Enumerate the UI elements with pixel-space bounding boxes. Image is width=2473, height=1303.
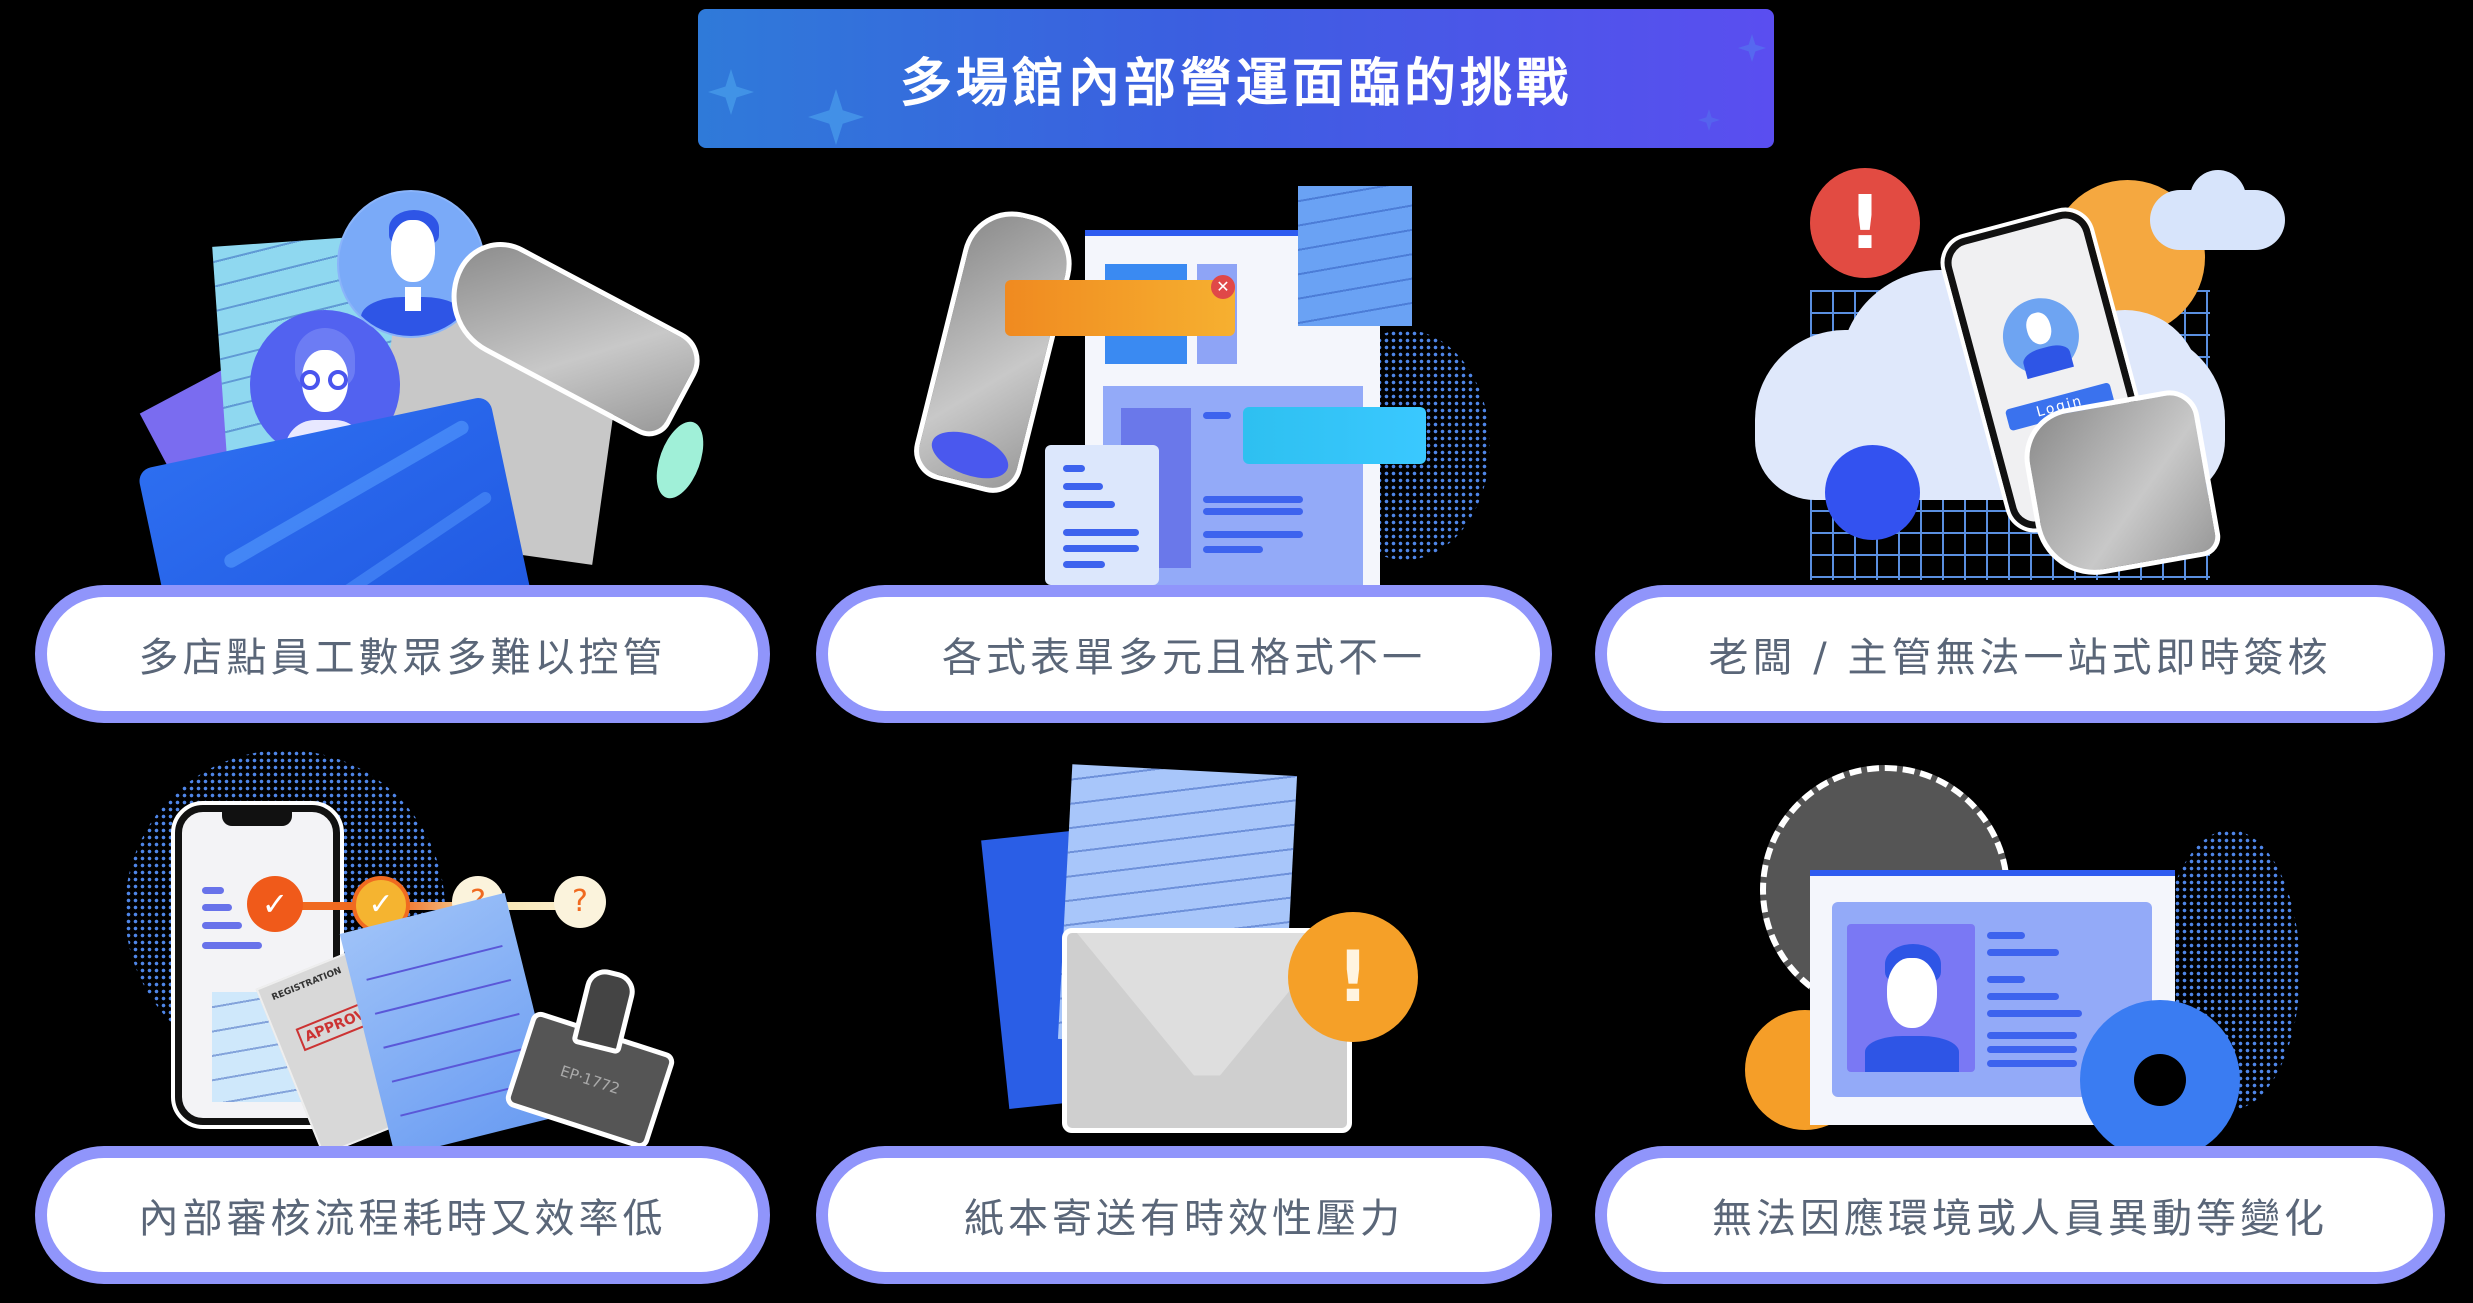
- challenge-label: 無法因應環境或人員異動等變化: [1712, 1196, 2328, 1242]
- error-field: [1005, 280, 1235, 336]
- close-icon: ✕: [1211, 275, 1235, 299]
- alert-bubble-icon: !: [1810, 168, 1920, 278]
- flow-connector: [270, 902, 580, 910]
- challenge-label: 老闆 / 主管無法一站式即時簽核: [1708, 635, 2332, 681]
- approval-flow-illustration: ✓ ✓ ? ? REGISTRATION APPROVED EP·1772: [0, 710, 780, 1270]
- blue-circle: [1825, 445, 1920, 540]
- challenge-label: 多店點員工數眾多難以控管: [138, 635, 667, 681]
- challenge-label: 內部審核流程耗時又效率低: [138, 1196, 667, 1242]
- profile-card-gears-illustration: [1580, 710, 2360, 1270]
- handwritten-note: [1298, 186, 1412, 326]
- challenge-label-pill: 多店點員工數眾多難以控管: [35, 585, 770, 723]
- title-banner: 多場館內部營運面臨的挑戰: [698, 9, 1774, 148]
- envelope-alert-illustration: !: [780, 710, 1560, 1270]
- page-title: 多場館內部營運面臨的挑戰: [899, 54, 1572, 114]
- challenge-label-pill: 老闆 / 主管無法一站式即時簽核: [1595, 585, 2445, 723]
- sparkle-icon: [708, 69, 754, 115]
- challenge-card-changes: 無法因應環境或人員異動等變化: [1580, 710, 2445, 1284]
- various-forms-illustration: ✕: [780, 150, 1560, 710]
- challenge-label-pill: 各式表單多元且格式不一: [816, 585, 1552, 723]
- user-avatar-icon: [1994, 289, 2088, 383]
- check-step-icon: ✓: [247, 876, 303, 932]
- sparkle-icon: [808, 89, 864, 145]
- blue-gear-icon: [2080, 1000, 2240, 1160]
- phone-login-illustration: ! Login: [1580, 150, 2360, 710]
- challenge-card-review: ✓ ✓ ? ? REGISTRATION APPROVED EP·1772 內部…: [0, 710, 780, 1284]
- challenge-label-pill: 無法因應環境或人員異動等變化: [1595, 1146, 2445, 1284]
- challenge-label-pill: 內部審核流程耗時又效率低: [35, 1146, 770, 1284]
- employee-profiles-illustration: [0, 150, 780, 725]
- challenge-label-pill: 紙本寄送有時效性壓力: [816, 1146, 1552, 1284]
- challenge-card-paper-mail: ! 紙本寄送有時效性壓力: [780, 710, 1560, 1284]
- document-sheet: [1045, 445, 1159, 585]
- challenge-card-approval: ! Login 老闆 / 主管無法一站式即時簽核: [1580, 150, 2445, 723]
- challenge-card-forms: ✕ 各式表單多元且格式不一: [780, 150, 1560, 723]
- challenge-label: 各式表單多元且格式不一: [942, 635, 1426, 681]
- pending-step-icon: ?: [554, 876, 606, 928]
- challenge-card-employees: 多店點員工數眾多難以控管: [0, 150, 780, 725]
- sparkle-icon: [1738, 34, 1766, 62]
- sparkle-icon: [1698, 109, 1720, 131]
- input-field: [1243, 407, 1426, 464]
- alert-bubble-icon: !: [1288, 912, 1418, 1042]
- challenge-label: 紙本寄送有時效性壓力: [964, 1196, 1404, 1242]
